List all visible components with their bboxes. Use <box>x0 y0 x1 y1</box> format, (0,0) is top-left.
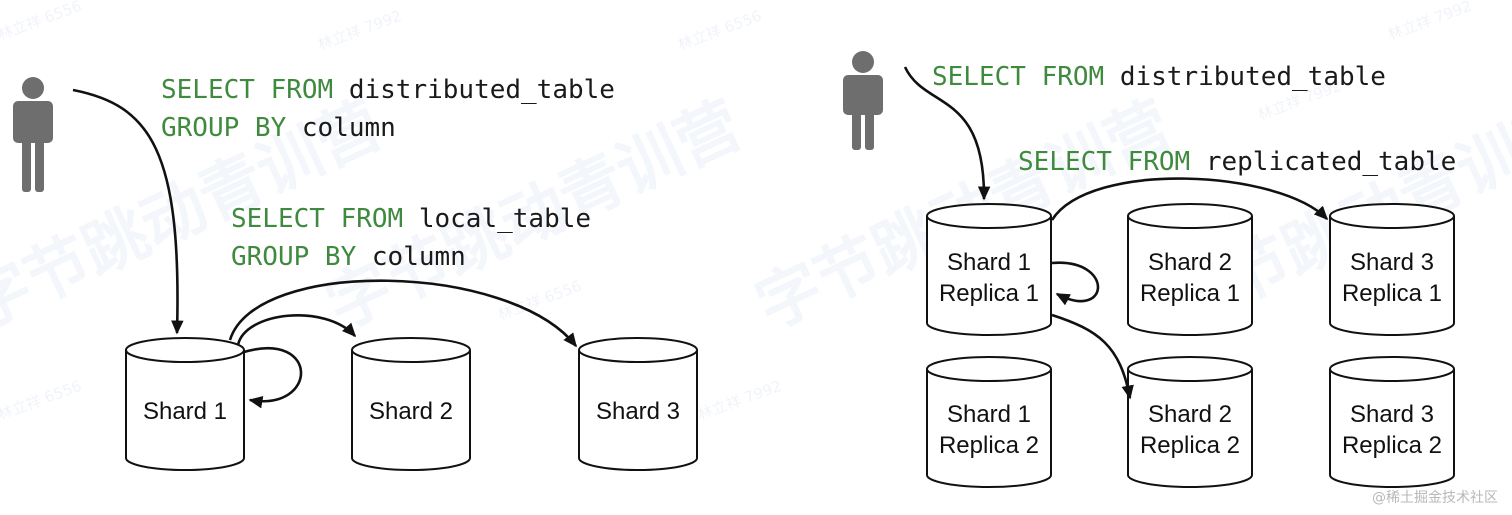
user-icon <box>13 77 53 192</box>
sql-keyword: SELECT FROM <box>1018 147 1190 177</box>
watermark-tag: 林立祥 6556 <box>0 0 84 44</box>
shard-cylinder: Shard 2 <box>351 337 471 471</box>
inner-query-line-1: SELECT FROM local_table <box>231 204 591 234</box>
shard-label: Shard 3 <box>596 398 680 425</box>
replica-cylinder: Shard 1 Replica 1 <box>926 203 1052 336</box>
outer-query-line-2: GROUP BY column <box>161 113 396 143</box>
query-arrow <box>228 279 578 348</box>
query-arrow <box>1050 177 1329 221</box>
sql-column-name: column <box>372 242 466 272</box>
replica-label: Replica 1 <box>939 280 1039 307</box>
query-arrow <box>1051 261 1100 306</box>
inner-query: SELECT FROM replicated_table <box>1018 147 1456 177</box>
replica-cylinder: Shard 3 Replica 2 <box>1329 356 1455 488</box>
shard-cylinder: Shard 3 <box>578 337 698 471</box>
sql-keyword: SELECT FROM <box>231 204 403 234</box>
query-arrow <box>1051 313 1134 400</box>
sql-table-name: replicated_table <box>1206 147 1456 177</box>
replica-cylinder: Shard 1 Replica 2 <box>926 356 1052 488</box>
sql-table-name: distributed_table <box>1120 62 1386 92</box>
replica-cylinder: Shard 2 Replica 2 <box>1127 356 1253 488</box>
left-panel: SELECT FROM distributed_table GROUP BY c… <box>13 75 698 471</box>
replica-label: Replica 2 <box>1342 432 1442 459</box>
sql-keyword: GROUP BY <box>231 242 357 272</box>
replica-label: Replica 2 <box>939 432 1039 459</box>
replica-label: Replica 1 <box>1342 280 1442 307</box>
query-arrow <box>903 66 991 201</box>
sql-keyword: SELECT FROM <box>932 62 1104 92</box>
sql-keyword: SELECT FROM <box>161 75 333 105</box>
sql-table-name: distributed_table <box>349 75 615 105</box>
right-panel: SELECT FROM distributed_table SELECT FRO… <box>843 51 1456 488</box>
source-credit: @稀土掘金技术社区 <box>1372 490 1498 506</box>
inner-query-line-2: GROUP BY column <box>231 242 466 272</box>
query-arrow <box>243 346 303 409</box>
watermark-tag: 林立祥 6556 <box>675 7 764 54</box>
outer-query: SELECT FROM distributed_table <box>932 62 1386 92</box>
shard-label: Shard 1 <box>947 249 1031 276</box>
sql-table-name: local_table <box>419 204 591 234</box>
query-arrow <box>72 88 184 335</box>
shard-label: Shard 3 <box>1350 401 1434 428</box>
watermark-tag: 林立祥 7992 <box>695 377 784 424</box>
watermark-tag: 林立祥 7992 <box>315 7 404 54</box>
query-arrow <box>236 314 357 346</box>
replica-cylinder: Shard 2 Replica 1 <box>1127 203 1253 336</box>
replica-cylinder: Shard 3 Replica 1 <box>1329 203 1455 336</box>
shard-label: Shard 3 <box>1350 249 1434 276</box>
outer-query-line-1: SELECT FROM distributed_table <box>161 75 615 105</box>
shard-cylinder: Shard 1 <box>125 337 245 471</box>
shard-label: Shard 2 <box>369 398 453 425</box>
shard-label: Shard 2 <box>1148 401 1232 428</box>
user-icon <box>843 51 883 150</box>
replica-label: Replica 2 <box>1140 432 1240 459</box>
replica-label: Replica 1 <box>1140 280 1240 307</box>
shard-label: Shard 1 <box>947 401 1031 428</box>
sql-column-name: column <box>302 113 396 143</box>
shard-label: Shard 1 <box>143 398 227 425</box>
sql-keyword: GROUP BY <box>161 113 287 143</box>
watermark-tag: 林立祥 6556 <box>0 377 84 424</box>
watermark-tag: 林立祥 7992 <box>1385 0 1474 44</box>
shard-label: Shard 2 <box>1148 249 1232 276</box>
